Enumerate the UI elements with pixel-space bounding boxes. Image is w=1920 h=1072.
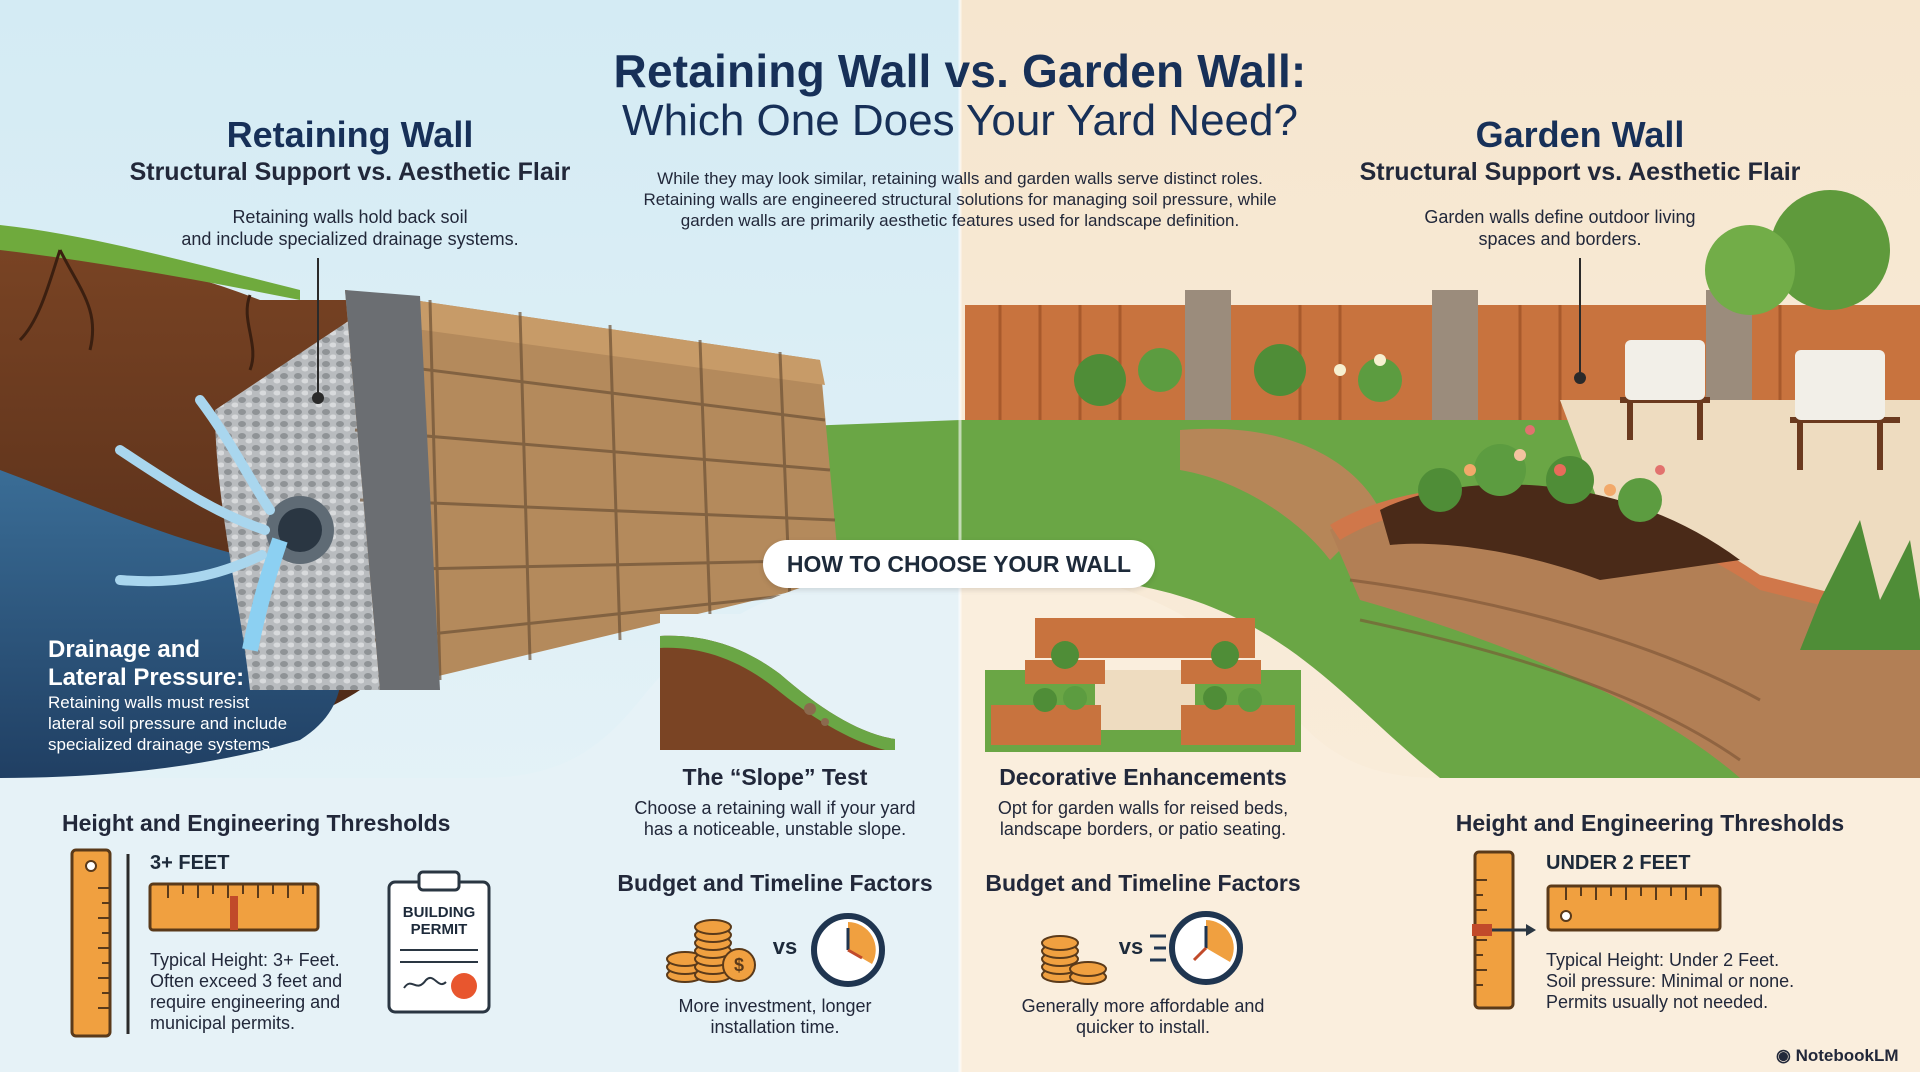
left-height-description: Typical Height: 3+ Feet. Often exceed 3 … <box>150 950 390 1034</box>
garden-beds-illustration <box>985 618 1301 752</box>
coins-small-icon <box>1041 935 1107 985</box>
deco-line: landscape borders, or patio seating. <box>999 819 1287 839</box>
garden-wall-title: Garden Wall <box>1475 114 1685 155</box>
garden-wall-subtitle: Structural Support vs. Aesthetic Flair <box>1359 158 1801 186</box>
intro-line: Retaining walls are engineered structura… <box>643 190 1277 209</box>
retaining-wall-subtitle: Structural Support vs. Aesthetic Flair <box>129 158 571 186</box>
retaining-wall-description: Retaining walls hold back soil and inclu… <box>140 206 560 250</box>
retaining-wall-title: Retaining Wall <box>226 114 474 155</box>
brand-icon: ◉ <box>1776 1046 1796 1065</box>
vs-label-left: vs <box>772 934 798 959</box>
building-permit-icon <box>387 870 491 1014</box>
budget-line: installation time. <box>710 1017 840 1037</box>
brand-logo: ◉ NotebookLM <box>1776 1046 1899 1066</box>
budget-line: Generally more affordable and <box>1021 996 1265 1016</box>
clock-icon <box>811 913 885 987</box>
height-line: Typical Height: 3+ Feet. <box>150 950 340 970</box>
height-line: Typical Height: Under 2 Feet. <box>1546 950 1780 970</box>
intro-line: garden walls are primarily aesthetic fea… <box>680 211 1240 230</box>
height-line: require engineering and <box>150 992 341 1012</box>
measuring-tape-right-icon <box>1546 884 1722 932</box>
budget-line: quicker to install. <box>1075 1017 1211 1037</box>
budget-line: More investment, longer <box>678 996 872 1016</box>
svg-text:$: $ <box>734 955 744 975</box>
garden-wall-description: Garden walls define outdoor living space… <box>1400 206 1720 250</box>
main-title: Retaining Wall vs. Garden Wall: <box>613 45 1307 97</box>
permit-line: PERMIT <box>410 921 468 938</box>
height-line: Soil pressure: Minimal or none. <box>1546 971 1795 991</box>
slope-test-title: The “Slope” Test <box>682 764 868 790</box>
drainage-line: specialized drainage systems. <box>48 735 275 754</box>
height-line: Often exceed 3 feet and <box>150 971 343 991</box>
slope-line: Choose a retaining wall if your yard <box>634 798 916 818</box>
budget-title-right: Budget and Timeline Factors <box>985 870 1301 896</box>
decorative-description: Opt for garden walls for reised beds, la… <box>968 798 1318 840</box>
drainage-line: Retaining walls must resist <box>48 693 250 712</box>
right-height-description: Typical Height: Under 2 Feet. Soil press… <box>1546 950 1846 1013</box>
permit-line: BUILDING <box>402 904 476 921</box>
decorative-title: Decorative Enhancements <box>999 764 1287 790</box>
deco-line: Opt for garden walls for reised beds, <box>997 798 1289 818</box>
drainage-title-line: Drainage and <box>48 636 201 663</box>
fast-clock-icon <box>1150 911 1243 985</box>
drainage-title-line: Lateral Pressure: <box>48 664 245 691</box>
right-height-title: Height and Engineering Thresholds <box>1455 810 1845 836</box>
desc-line: Retaining walls hold back soil <box>232 207 468 227</box>
budget-description-left: More investment, longer installation tim… <box>620 996 930 1038</box>
ruler-right-icon <box>1472 850 1536 1010</box>
ruler-icon <box>70 848 130 1038</box>
desc-line: Garden walls define outdoor living <box>1424 207 1696 227</box>
intro-text: While they may look similar, retaining w… <box>560 168 1360 231</box>
brand-name: NotebookLM <box>1795 1046 1899 1065</box>
slope-test-description: Choose a retaining wall if your yard has… <box>600 798 950 840</box>
right-height-label: UNDER 2 FEET <box>1546 852 1691 874</box>
desc-line: spaces and borders. <box>1478 229 1642 249</box>
coins-icon: $ <box>666 919 756 983</box>
drainage-title: Drainage and Lateral Pressure: <box>48 636 368 692</box>
drainage-line: lateral soil pressure and include <box>48 714 288 733</box>
budget-title-left: Budget and Timeline Factors <box>617 870 933 896</box>
budget-description-right: Generally more affordable and quicker to… <box>988 996 1298 1038</box>
how-to-choose-badge: HOW TO CHOOSE YOUR WALL <box>763 540 1155 588</box>
left-height-label: 3+ FEET <box>150 852 230 874</box>
permit-label: BUILDING PERMIT <box>392 904 486 938</box>
drainage-description: Retaining walls must resist lateral soil… <box>48 692 378 755</box>
slope-illustration <box>660 614 895 750</box>
main-subtitle: Which One Does Your Yard Need? <box>622 96 1298 145</box>
vs-label-right: vs <box>1118 934 1144 959</box>
desc-line: and include specialized drainage systems… <box>181 229 519 249</box>
slope-line: has a noticeable, unstable slope. <box>643 819 907 839</box>
intro-line: While they may look similar, retaining w… <box>657 169 1263 188</box>
height-line: municipal permits. <box>150 1013 296 1033</box>
height-line: Permits usually not needed. <box>1546 992 1769 1012</box>
left-height-title: Height and Engineering Thresholds <box>62 810 451 836</box>
measuring-tape-icon <box>148 882 320 932</box>
